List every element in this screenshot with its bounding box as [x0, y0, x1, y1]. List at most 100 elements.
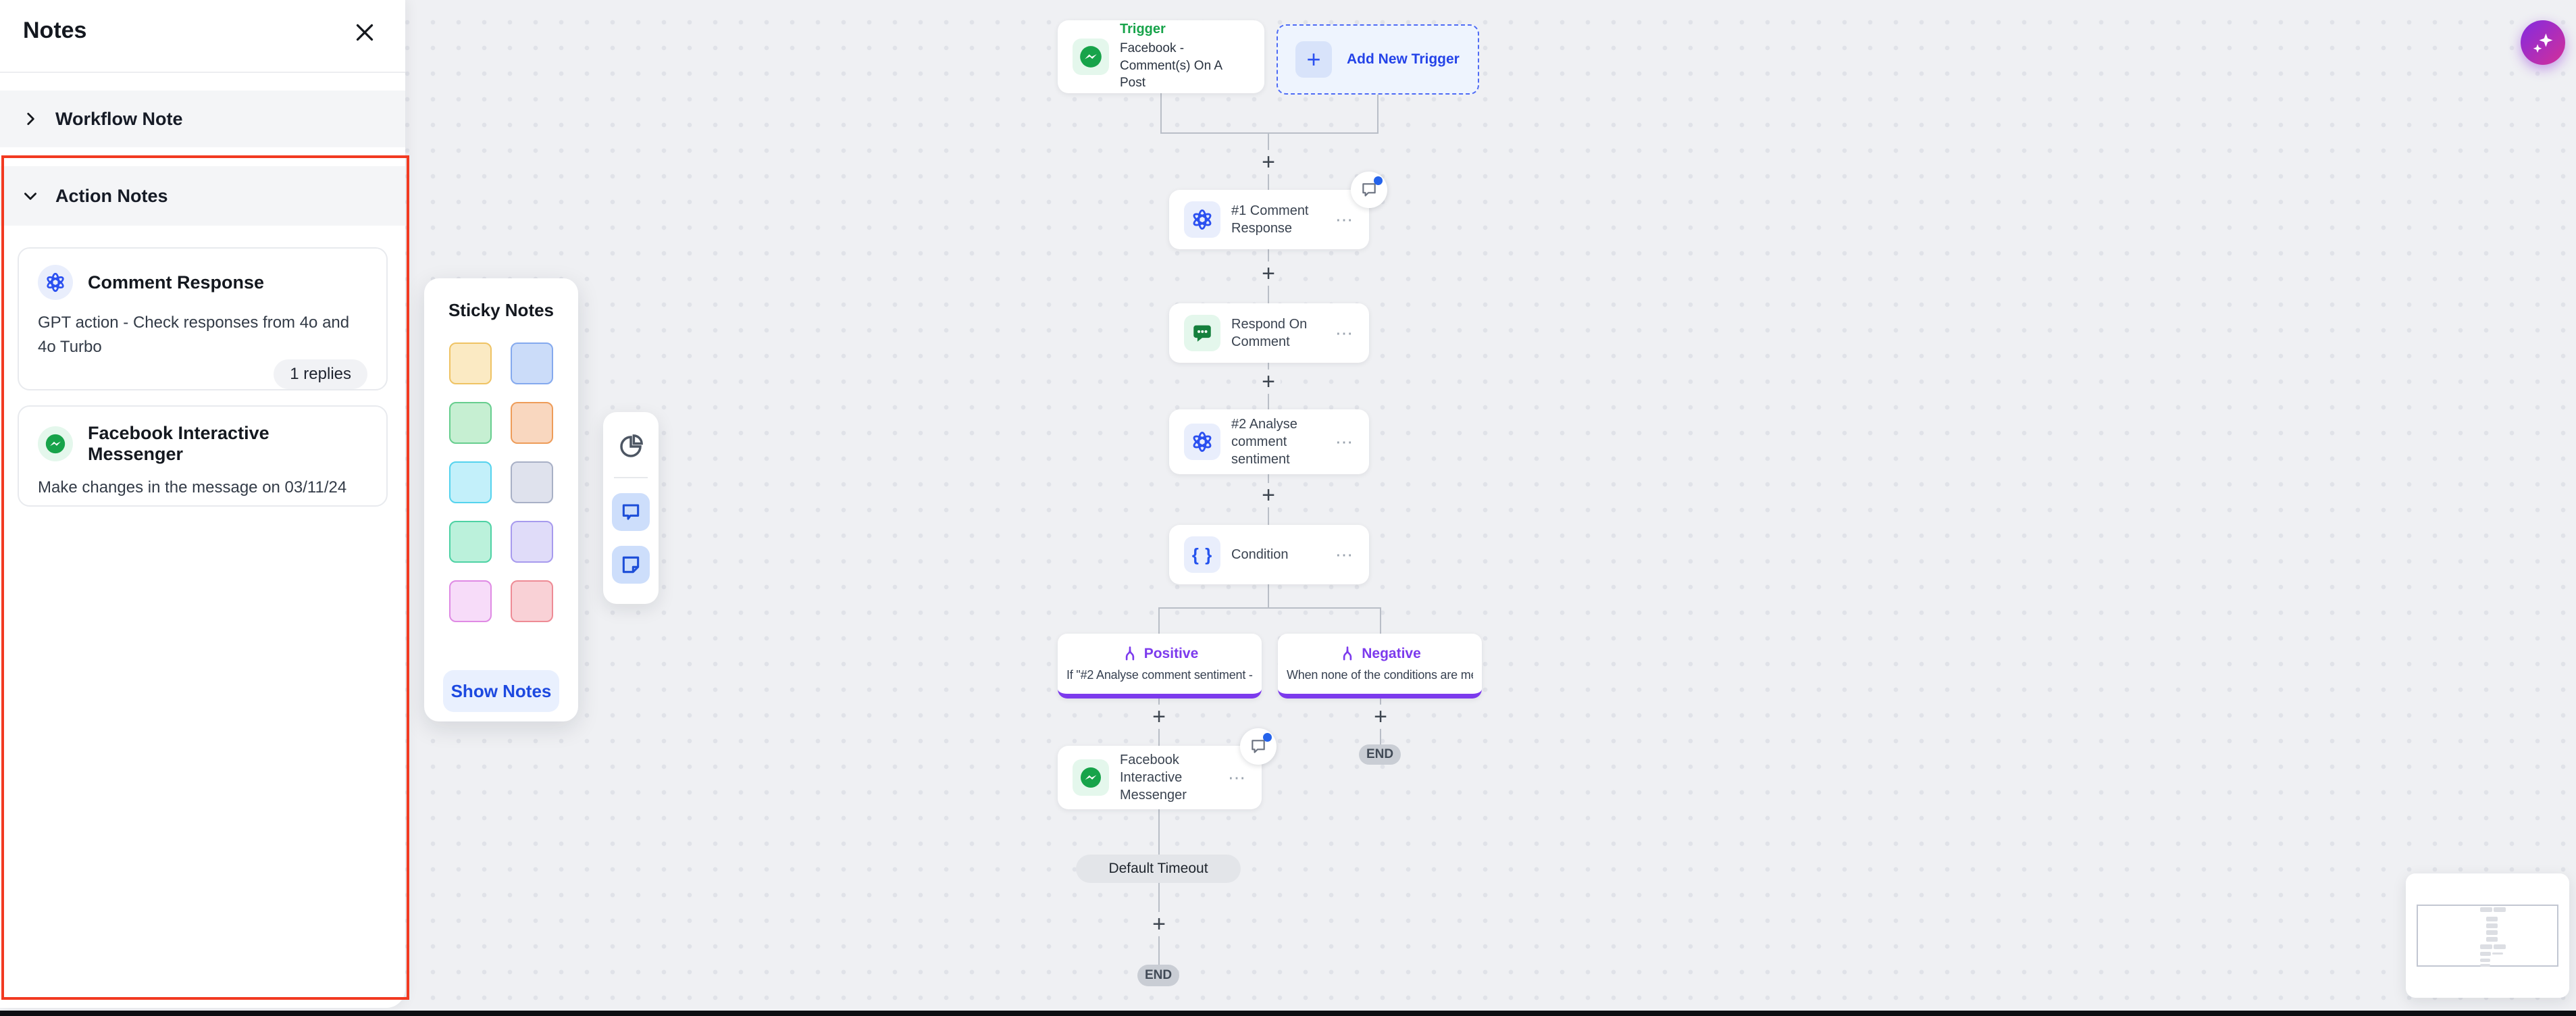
minimap-node — [2486, 917, 2498, 921]
node-comment-response[interactable]: #1 Comment Response ⋯ — [1169, 190, 1369, 249]
node-condition[interactable]: { } Condition ⋯ — [1169, 525, 1369, 584]
sticky-color-lavender[interactable] — [511, 521, 553, 563]
node-menu-button[interactable]: ⋯ — [1335, 322, 1354, 343]
close-icon[interactable] — [350, 18, 380, 47]
node-note-badge[interactable] — [1351, 172, 1387, 208]
messenger-icon — [1073, 39, 1109, 75]
note-body: GPT action - Check responses from 4o and… — [38, 313, 350, 356]
node-menu-button[interactable]: ⋯ — [1228, 767, 1247, 788]
trigger-label: Trigger — [1120, 22, 1166, 37]
notes-panel-title: Notes — [23, 18, 87, 43]
node-menu-button[interactable]: ⋯ — [1335, 544, 1354, 565]
show-notes-button[interactable]: Show Notes — [443, 670, 559, 712]
node-title: Facebook Interactive Messenger — [1120, 753, 1187, 803]
section-workflow-note[interactable]: Workflow Note — [0, 91, 405, 147]
replies-badge[interactable]: 1 replies — [274, 359, 367, 389]
sticky-color-cyan[interactable] — [449, 461, 492, 503]
sticky-color-pink[interactable] — [449, 580, 492, 622]
ai-assistant-button[interactable] — [2521, 20, 2565, 65]
comment-bubble-icon — [622, 504, 640, 520]
openai-icon — [1184, 201, 1220, 238]
node-facebook-messenger[interactable]: Facebook Interactive Messenger ⋯ — [1058, 746, 1262, 809]
node-analyse-sentiment[interactable]: #2 Analyse comment sentiment ⋯ — [1169, 409, 1369, 474]
node-menu-button[interactable]: ⋯ — [1335, 209, 1354, 230]
note-indicator-dot — [1263, 733, 1272, 742]
connector — [1377, 95, 1379, 133]
minimap-node — [2480, 952, 2491, 956]
sticky-color-peach[interactable] — [511, 402, 553, 444]
minimap-node — [2480, 944, 2492, 949]
sticky-color-yellow[interactable] — [449, 342, 492, 384]
note-title: Comment Response — [88, 272, 265, 293]
action-note-card[interactable]: Comment Response GPT action - Check resp… — [18, 247, 388, 390]
minimap-node — [2480, 907, 2492, 912]
node-title: #1 Comment Response — [1231, 203, 1309, 236]
connector — [1160, 93, 1162, 133]
section-action-notes[interactable]: Action Notes — [0, 166, 405, 226]
note-indicator-dot — [1374, 176, 1383, 185]
chevron-down-icon — [24, 193, 36, 200]
node-respond-on-comment[interactable]: Respond On Comment ⋯ — [1169, 303, 1369, 363]
branch-icon — [1125, 646, 1134, 661]
messenger-icon — [38, 426, 73, 461]
divider — [0, 72, 405, 73]
add-new-trigger-button[interactable]: + Add New Trigger — [1277, 24, 1479, 95]
trigger-node[interactable]: Trigger Facebook - Comment(s) On A Post — [1058, 20, 1264, 93]
node-menu-button[interactable]: ⋯ — [1335, 431, 1354, 452]
comment-bubble-icon — [1362, 183, 1376, 197]
end-marker: END — [1137, 965, 1179, 986]
add-step-button[interactable]: + — [1147, 704, 1171, 730]
bottom-bar — [0, 1011, 2576, 1016]
node-note-badge[interactable] — [1240, 728, 1277, 765]
connector — [1160, 132, 1379, 134]
node-title: #2 Analyse comment sentiment — [1231, 417, 1297, 467]
note-title: Facebook Interactive Messenger — [88, 423, 269, 464]
minimap-node — [2494, 907, 2506, 912]
action-note-card[interactable]: Facebook Interactive Messenger Make chan… — [18, 405, 388, 507]
condition-braces-icon: { } — [1184, 536, 1220, 573]
minimap-node — [2486, 937, 2498, 942]
canvas-toolbar — [603, 412, 659, 604]
comments-tool-button[interactable] — [612, 493, 650, 531]
connector — [1380, 607, 1381, 634]
branch-description: If "#2 Analyse comment sentiment - R... — [1066, 668, 1253, 682]
add-step-button[interactable]: + — [1368, 704, 1393, 730]
trigger-title: Facebook - Comment(s) On A Post — [1120, 41, 1222, 91]
end-marker: END — [1359, 744, 1401, 765]
branch-description: When none of the conditions are met — [1287, 668, 1473, 682]
branch-label: Positive — [1143, 646, 1199, 661]
branch-positive[interactable]: Positive If "#2 Analyse comment sentimen… — [1058, 634, 1262, 698]
add-step-button[interactable]: + — [1256, 482, 1281, 508]
minimap-node — [2486, 930, 2498, 935]
sticky-note-icon — [622, 556, 640, 574]
sticky-color-blue[interactable] — [511, 342, 553, 384]
node-title: Respond On Comment — [1231, 317, 1308, 349]
default-timeout-pill[interactable]: Default Timeout — [1076, 855, 1241, 883]
notes-panel: Notes Workflow Note Action Notes Comment… — [0, 0, 405, 1008]
chevron-right-icon — [27, 113, 34, 125]
section-label: Action Notes — [55, 185, 168, 206]
respond-comment-icon — [1184, 315, 1220, 351]
sticky-color-gray[interactable] — [511, 461, 553, 503]
pie-chart-icon[interactable] — [615, 431, 646, 462]
sticky-color-green[interactable] — [449, 402, 492, 444]
sticky-color-grid — [449, 342, 553, 622]
sticky-color-rose[interactable] — [511, 580, 553, 622]
sticky-color-mint[interactable] — [449, 521, 492, 563]
minimap-node — [2486, 923, 2498, 928]
node-title: Condition — [1231, 547, 1289, 562]
openai-icon — [38, 265, 73, 300]
minimap-node — [2492, 952, 2503, 955]
add-step-button[interactable]: + — [1147, 911, 1171, 937]
add-step-button[interactable]: + — [1256, 369, 1281, 395]
minimap-node — [2480, 964, 2490, 967]
add-step-button[interactable]: + — [1256, 261, 1281, 286]
minimap[interactable] — [2406, 873, 2569, 998]
branch-negative[interactable]: Negative When none of the conditions are… — [1278, 634, 1482, 698]
openai-icon — [1184, 424, 1220, 460]
branch-icon — [1343, 646, 1352, 661]
plus-icon: + — [1295, 41, 1332, 78]
add-step-button[interactable]: + — [1256, 149, 1281, 175]
sticky-note-tool-button[interactable] — [612, 546, 650, 584]
connector — [1158, 607, 1381, 609]
